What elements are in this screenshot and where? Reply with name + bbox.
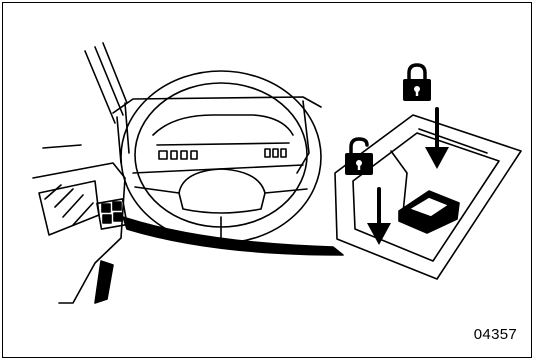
door-panel [33,163,125,303]
window-switch-block [97,199,127,229]
figure-frame: 04357 [2,2,532,358]
figure-code: 04357 [474,326,517,343]
car-interior-illustration [3,3,533,359]
door-handle-shading [95,261,113,303]
door-lock-switch [399,191,459,233]
unlocked-padlock-icon [345,139,373,175]
locked-padlock-icon [403,65,431,101]
unlock-arrow-lower [367,189,391,245]
windshield-pillar [43,43,127,148]
dashboard [113,97,321,173]
